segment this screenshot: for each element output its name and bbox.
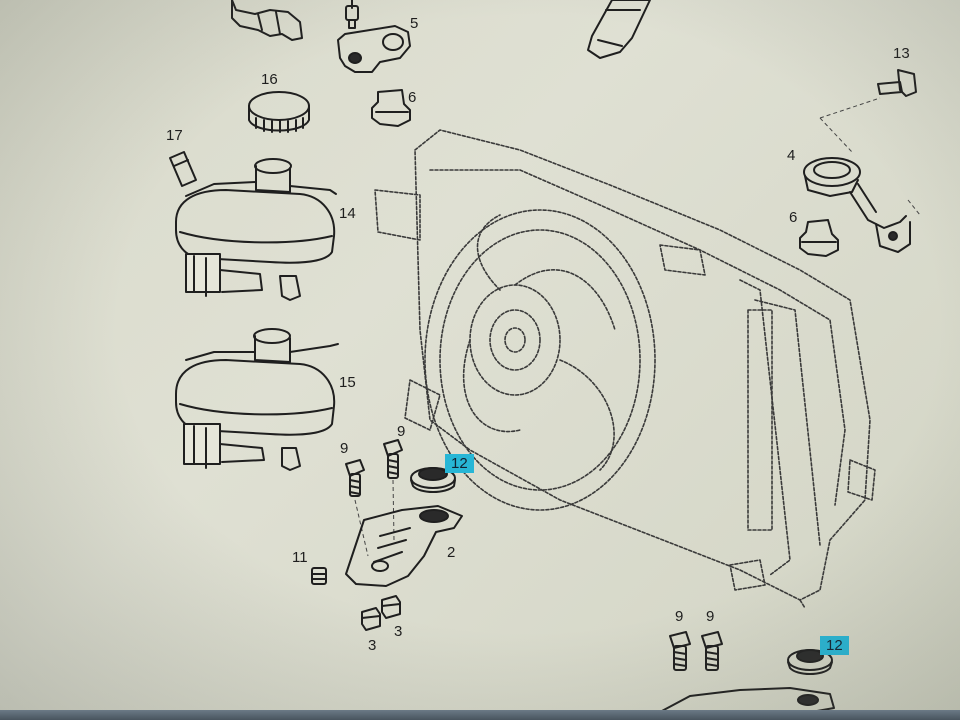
screen-bottom-edge bbox=[0, 710, 960, 720]
part-2-mount-bracket bbox=[345, 505, 463, 587]
callout-9-d: 9 bbox=[706, 608, 715, 625]
callout-9-a: 9 bbox=[340, 440, 349, 457]
part-11-sleeve bbox=[311, 567, 327, 585]
part-4-bracket bbox=[803, 157, 911, 253]
callout-15: 15 bbox=[339, 374, 356, 391]
top-right-pipe-part bbox=[587, 0, 651, 59]
callout-4: 4 bbox=[787, 147, 796, 164]
callout-13: 13 bbox=[893, 45, 910, 62]
callout-17: 17 bbox=[166, 127, 183, 144]
part-6-cap-top bbox=[371, 89, 411, 127]
part-3-nut-right bbox=[381, 595, 401, 619]
part-17-sleeve bbox=[169, 151, 197, 187]
callout-14: 14 bbox=[339, 205, 356, 222]
part-4-leaders bbox=[819, 97, 921, 216]
callout-11: 11 bbox=[292, 549, 308, 566]
callout-9-c: 9 bbox=[675, 608, 684, 625]
callout-3-left: 3 bbox=[368, 637, 377, 654]
part-6-cap-right bbox=[799, 219, 839, 257]
part-12-grommet-upper bbox=[410, 467, 456, 493]
part-9-bolt-lower-left bbox=[669, 631, 691, 671]
callout-3-right: 3 bbox=[394, 623, 403, 640]
callout-6-right: 6 bbox=[789, 209, 798, 226]
part-13-bolt bbox=[877, 69, 917, 97]
part-12-grommet-lower bbox=[787, 649, 833, 675]
part-16-cap bbox=[248, 91, 310, 133]
part-15-expansion-tank bbox=[175, 328, 339, 471]
part-5-bracket bbox=[337, 0, 411, 73]
callout-12-lower: 12 bbox=[820, 636, 849, 655]
callout-9-b: 9 bbox=[397, 423, 406, 440]
part-3-nut-left bbox=[361, 607, 381, 631]
lower-mount-bracket bbox=[659, 687, 835, 720]
callout-12-upper: 12 bbox=[445, 454, 474, 473]
part-9-bolt-right bbox=[383, 439, 403, 479]
part-9-bolt-left bbox=[345, 459, 365, 497]
top-clip-part bbox=[231, 0, 303, 41]
callout-2: 2 bbox=[447, 544, 456, 561]
part-9-bolt-lower-right bbox=[701, 631, 723, 671]
callout-6-top: 6 bbox=[408, 89, 417, 106]
callout-16: 16 bbox=[261, 71, 278, 88]
part-14-expansion-tank bbox=[175, 158, 337, 301]
callout-5: 5 bbox=[410, 15, 419, 32]
radiator-fan-assembly bbox=[374, 129, 876, 609]
